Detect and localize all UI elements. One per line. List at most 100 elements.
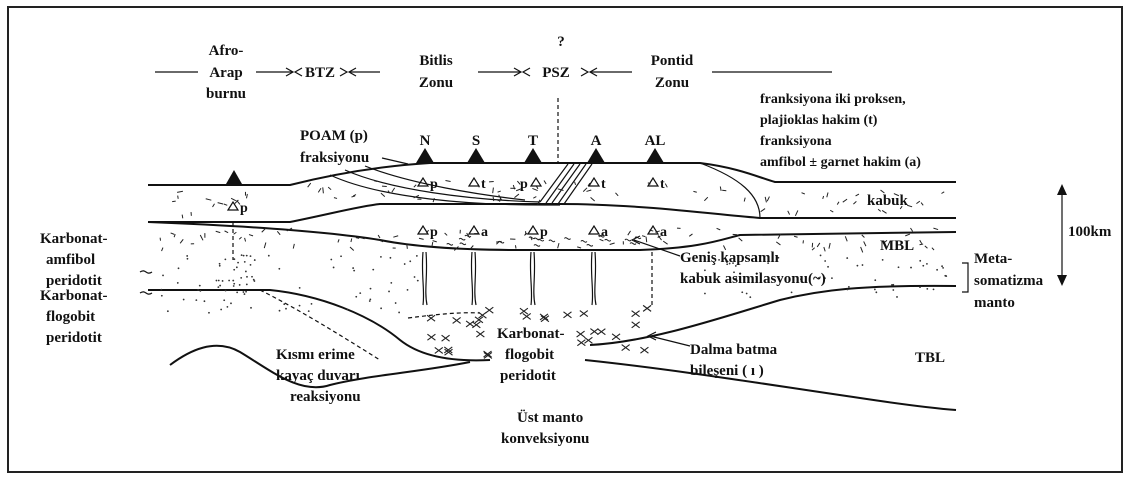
kf-line2: flogobit	[46, 309, 95, 325]
mantle-dot	[874, 279, 876, 281]
mantle-dot	[380, 256, 382, 258]
mantle-dot	[898, 266, 900, 268]
mantle-dot	[219, 265, 221, 267]
mantle-dot	[352, 267, 354, 269]
volcano-label: T	[528, 133, 538, 149]
crust-dash	[356, 238, 359, 239]
layer-tbl: TBL	[915, 350, 945, 366]
mantle-dot	[245, 291, 247, 293]
crust-dash	[407, 244, 408, 249]
mantle-dot	[217, 286, 219, 288]
mantle-dot	[199, 285, 201, 287]
mantle-dot	[254, 280, 256, 282]
mantle-dot	[926, 288, 928, 290]
um-line2: konveksiyonu	[501, 431, 589, 447]
legend-line4: amfibol ± garnet hakim (a)	[760, 155, 921, 170]
mantle-dot	[919, 260, 921, 262]
kf-line3: peridotit	[46, 330, 102, 346]
marker-letter: a	[481, 225, 488, 240]
mantle-dot	[340, 255, 342, 257]
mantle-dot	[749, 296, 751, 298]
mantle-dot	[236, 266, 238, 268]
mantle-dot	[228, 280, 230, 282]
ke-line3: reaksiyonu	[290, 389, 361, 405]
mantle-dot	[220, 309, 222, 311]
poam-line2: fraksiyonu	[300, 150, 369, 166]
mantle-dot	[299, 305, 301, 307]
mantle-dot	[233, 269, 235, 271]
ka-line1: Karbonat-	[40, 231, 108, 247]
mantle-dot	[874, 289, 876, 291]
mantle-dot	[333, 267, 335, 269]
mantle-dot	[237, 262, 239, 264]
mantle-dot	[933, 288, 935, 290]
mantle-dot	[244, 293, 246, 295]
mantle-dot	[218, 280, 220, 282]
crust-dash	[323, 187, 324, 193]
zone-btz: BTZ	[305, 65, 335, 81]
marker-letter: a	[601, 225, 608, 240]
mantle-dot	[380, 307, 382, 309]
mantle-dot	[222, 280, 224, 282]
kfc-line2: flogobit	[505, 347, 554, 363]
mantle-dot	[250, 307, 252, 309]
mantle-dot	[187, 258, 189, 260]
mantle-dot	[919, 286, 921, 288]
mantle-dot	[208, 312, 210, 314]
zone-question: ?	[557, 34, 565, 50]
dalma-line2: bileşeni ( ı )	[690, 363, 764, 379]
mantle-dot	[369, 298, 371, 300]
mantle-dot	[243, 291, 245, 293]
mantle-dot	[746, 293, 748, 295]
mantle-dot	[250, 264, 252, 266]
mantle-dot	[230, 302, 232, 304]
mantle-dot	[896, 296, 898, 298]
mantle-dot	[370, 288, 372, 290]
dalma-line1: Dalma batma	[690, 342, 778, 358]
mantle-dot	[285, 308, 287, 310]
meta-line3: manto	[974, 295, 1015, 311]
mantle-dot	[414, 276, 416, 278]
genis-line1: Geniş kapsamlı	[680, 250, 779, 266]
mantle-dot	[250, 255, 252, 257]
zone-afro-line3: burnu	[206, 86, 246, 102]
genis-line2: kabuk asimilasyonu(~)	[680, 271, 826, 287]
mantle-dot	[226, 306, 228, 308]
mantle-dot	[875, 291, 877, 293]
mantle-dot	[197, 289, 199, 291]
crust-dash	[493, 188, 494, 194]
kf-line1: Karbonat-	[40, 288, 108, 304]
mantle-dot	[177, 282, 179, 284]
mantle-dot	[416, 255, 418, 257]
mantle-dot	[862, 264, 864, 266]
ka-line3: peridotit	[46, 273, 102, 289]
mantle-dot	[299, 287, 301, 289]
mantle-dot	[223, 299, 225, 301]
mantle-dot	[369, 300, 371, 302]
mantle-dot	[225, 290, 227, 292]
ke-line2: kayaç duvarı	[276, 368, 360, 384]
marker-letter: p	[240, 201, 248, 216]
mantle-dot	[160, 289, 162, 291]
mantle-dot	[204, 300, 206, 302]
mantle-dot	[233, 258, 235, 260]
mantle-dot	[167, 310, 169, 312]
mantle-dot	[936, 269, 938, 271]
mantle-dot	[246, 255, 248, 257]
crust-dash	[182, 215, 183, 219]
mantle-dot	[846, 257, 848, 259]
mantle-dot	[219, 263, 221, 265]
crust-dash	[515, 245, 516, 248]
mantle-dot	[910, 267, 912, 269]
zone-bitlis-line2: Zonu	[419, 75, 453, 91]
layer-kabuk: kabuk	[867, 193, 909, 209]
mantle-dot	[178, 267, 180, 269]
volcano-label: N	[420, 133, 431, 149]
mantle-dot	[244, 261, 246, 263]
mantle-dot	[233, 285, 235, 287]
mantle-dot	[922, 265, 924, 267]
mantle-dot	[278, 268, 280, 270]
kfc-line3: peridotit	[500, 368, 556, 384]
